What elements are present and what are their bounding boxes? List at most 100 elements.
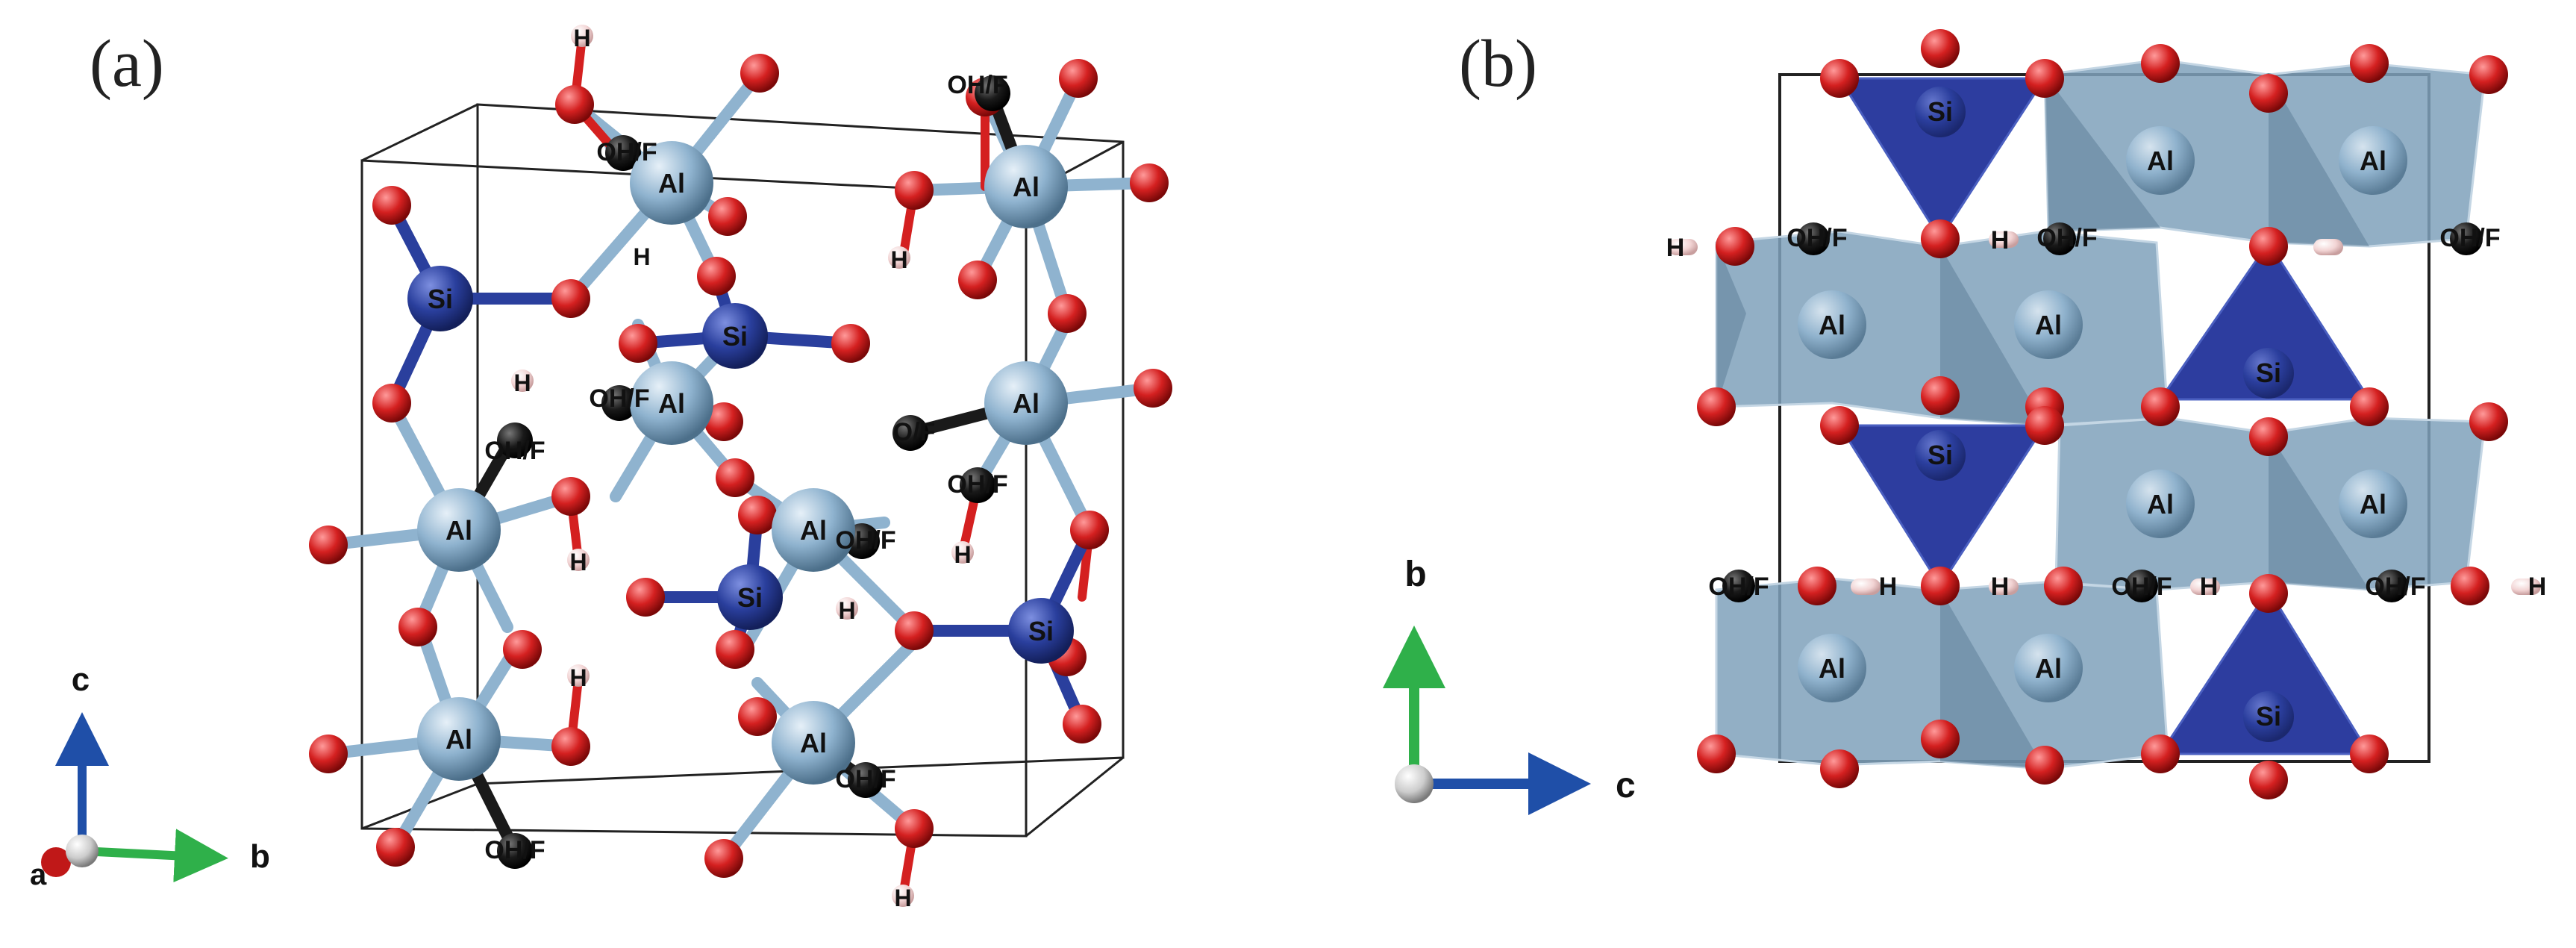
- o-f-label: O/F: [893, 418, 936, 446]
- oxygen-atom: [551, 477, 590, 516]
- oxygen-atom: [2350, 735, 2389, 773]
- al-label: Al: [446, 515, 472, 546]
- oxygen-atom: [1820, 59, 1859, 98]
- oxygen-atom: [309, 735, 348, 773]
- oh-f-label: OH/F: [947, 71, 1007, 99]
- oxygen-atom: [1921, 567, 1960, 605]
- aluminum-atom: [2339, 126, 2407, 195]
- oh-f-atom: [2043, 222, 2076, 255]
- hydrogen-atom: [2313, 239, 2343, 255]
- oh-f-label: OH/F: [835, 526, 895, 555]
- oh-f-label: OH/F: [2365, 573, 2425, 601]
- hydrogen-atom: [951, 541, 974, 564]
- aluminum-atoms-b: [1798, 126, 2407, 702]
- oxygen-atom: [2249, 761, 2288, 799]
- oh-f-label: OH/F: [484, 437, 545, 465]
- aluminum-atom: [2126, 470, 2195, 538]
- oxygen-atom: [1820, 406, 1859, 445]
- oxygen-atom: [716, 458, 754, 497]
- aluminum-atom: [2014, 634, 2083, 702]
- silicon-atom: [1008, 598, 1074, 664]
- panel-b: (b): [1383, 27, 2546, 815]
- al-label: Al: [658, 388, 685, 419]
- oxygen-atom: [2025, 59, 2064, 98]
- oxygen-atom: [503, 630, 542, 669]
- h-label: H: [573, 25, 590, 52]
- hydrogen-atom: [1989, 231, 2019, 248]
- silicon-atom: [2243, 691, 2294, 742]
- o-f-atom: [892, 415, 928, 451]
- oxygen-atom: [1820, 749, 1859, 788]
- oxygen-atom: [1798, 567, 1836, 605]
- oxygen-atom: [958, 261, 997, 299]
- al-label: Al: [1013, 388, 1040, 419]
- c-axis-label: c: [1616, 766, 1636, 805]
- silicon-atom: [407, 266, 473, 331]
- oxygen-atom: [2141, 387, 2180, 426]
- oxygen-atom: [555, 85, 594, 124]
- silicon-atom: [717, 564, 783, 630]
- oh-f-atom: [975, 75, 1010, 111]
- oxygen-atom: [1921, 720, 1960, 758]
- al-label: Al: [800, 515, 827, 546]
- h-label: H: [1991, 226, 2010, 255]
- oxygen-atom: [2469, 402, 2508, 441]
- oh-f-label: OH/F: [947, 470, 1007, 499]
- b-axis-label: b: [250, 838, 270, 875]
- hydrogen-atoms-a: [511, 25, 974, 907]
- oxygen-atom: [2469, 55, 2508, 94]
- axis-origin: [1395, 764, 1434, 803]
- oxygen-atom: [626, 578, 665, 617]
- atom-labels-a: Al Al Al Al Al Al Al Al Si Si Si Si H H …: [428, 25, 1054, 911]
- al-polyhedra-b: [1715, 58, 2486, 770]
- oh-f-label: OH/F: [484, 836, 545, 864]
- oh-f-label: OH/F: [835, 765, 895, 793]
- oxygen-atom: [1059, 59, 1098, 98]
- hydrogen-atom: [511, 369, 534, 392]
- oxygen-atom: [2249, 74, 2288, 113]
- al-label: Al: [2360, 489, 2386, 520]
- al-label: Al: [2035, 653, 2062, 684]
- aluminum-atom: [630, 141, 713, 225]
- oxygen-atom: [1921, 29, 1960, 68]
- aluminum-atom: [772, 701, 855, 785]
- a-axis-dot: [41, 847, 71, 877]
- hydrogen-atom: [1851, 579, 1881, 595]
- oxygen-atom: [831, 324, 870, 363]
- si-polyhedra-b: [1837, 77, 2372, 755]
- hydrogen-atom: [567, 549, 590, 571]
- oxygen-atom: [2451, 567, 2489, 605]
- oxygen-atom: [895, 809, 934, 848]
- si-label: Si: [1028, 616, 1054, 646]
- silicon-atoms-b: [1915, 87, 2294, 742]
- h-label: H: [954, 541, 971, 568]
- si-label: Si: [722, 321, 748, 352]
- oxygen-atom: [708, 197, 747, 236]
- oxygen-atom: [1921, 219, 1960, 258]
- h-label: H: [1991, 573, 2010, 601]
- oh-f-label: OH/F: [2036, 224, 2097, 252]
- silicon-atoms-a: [407, 266, 1074, 664]
- oxygen-atom: [376, 828, 415, 867]
- oxygen-atom: [619, 324, 657, 363]
- oxygen-atom: [697, 257, 736, 296]
- oxygen-atom: [2025, 406, 2064, 445]
- aluminum-atom: [2126, 126, 2195, 195]
- h-label: H: [633, 243, 650, 270]
- aluminum-atom: [984, 145, 1068, 228]
- oh-f-atom: [1722, 570, 1755, 602]
- oh-f-label: OH/F: [2439, 224, 2500, 252]
- oxygen-atom: [2350, 387, 2389, 426]
- hydrogen-atom: [571, 25, 593, 47]
- aluminum-atom: [630, 361, 713, 445]
- h-label: H: [569, 664, 587, 691]
- aluminum-atoms-a: [417, 141, 1068, 785]
- silicon-atom: [1915, 430, 1966, 481]
- h-label: H: [1666, 234, 1685, 262]
- oh-f-atom: [1797, 222, 1830, 255]
- axis-origin: [66, 835, 99, 867]
- hydrogen-atom: [892, 885, 914, 907]
- aluminum-atom: [1798, 290, 1866, 359]
- oxygen-atom: [895, 611, 934, 650]
